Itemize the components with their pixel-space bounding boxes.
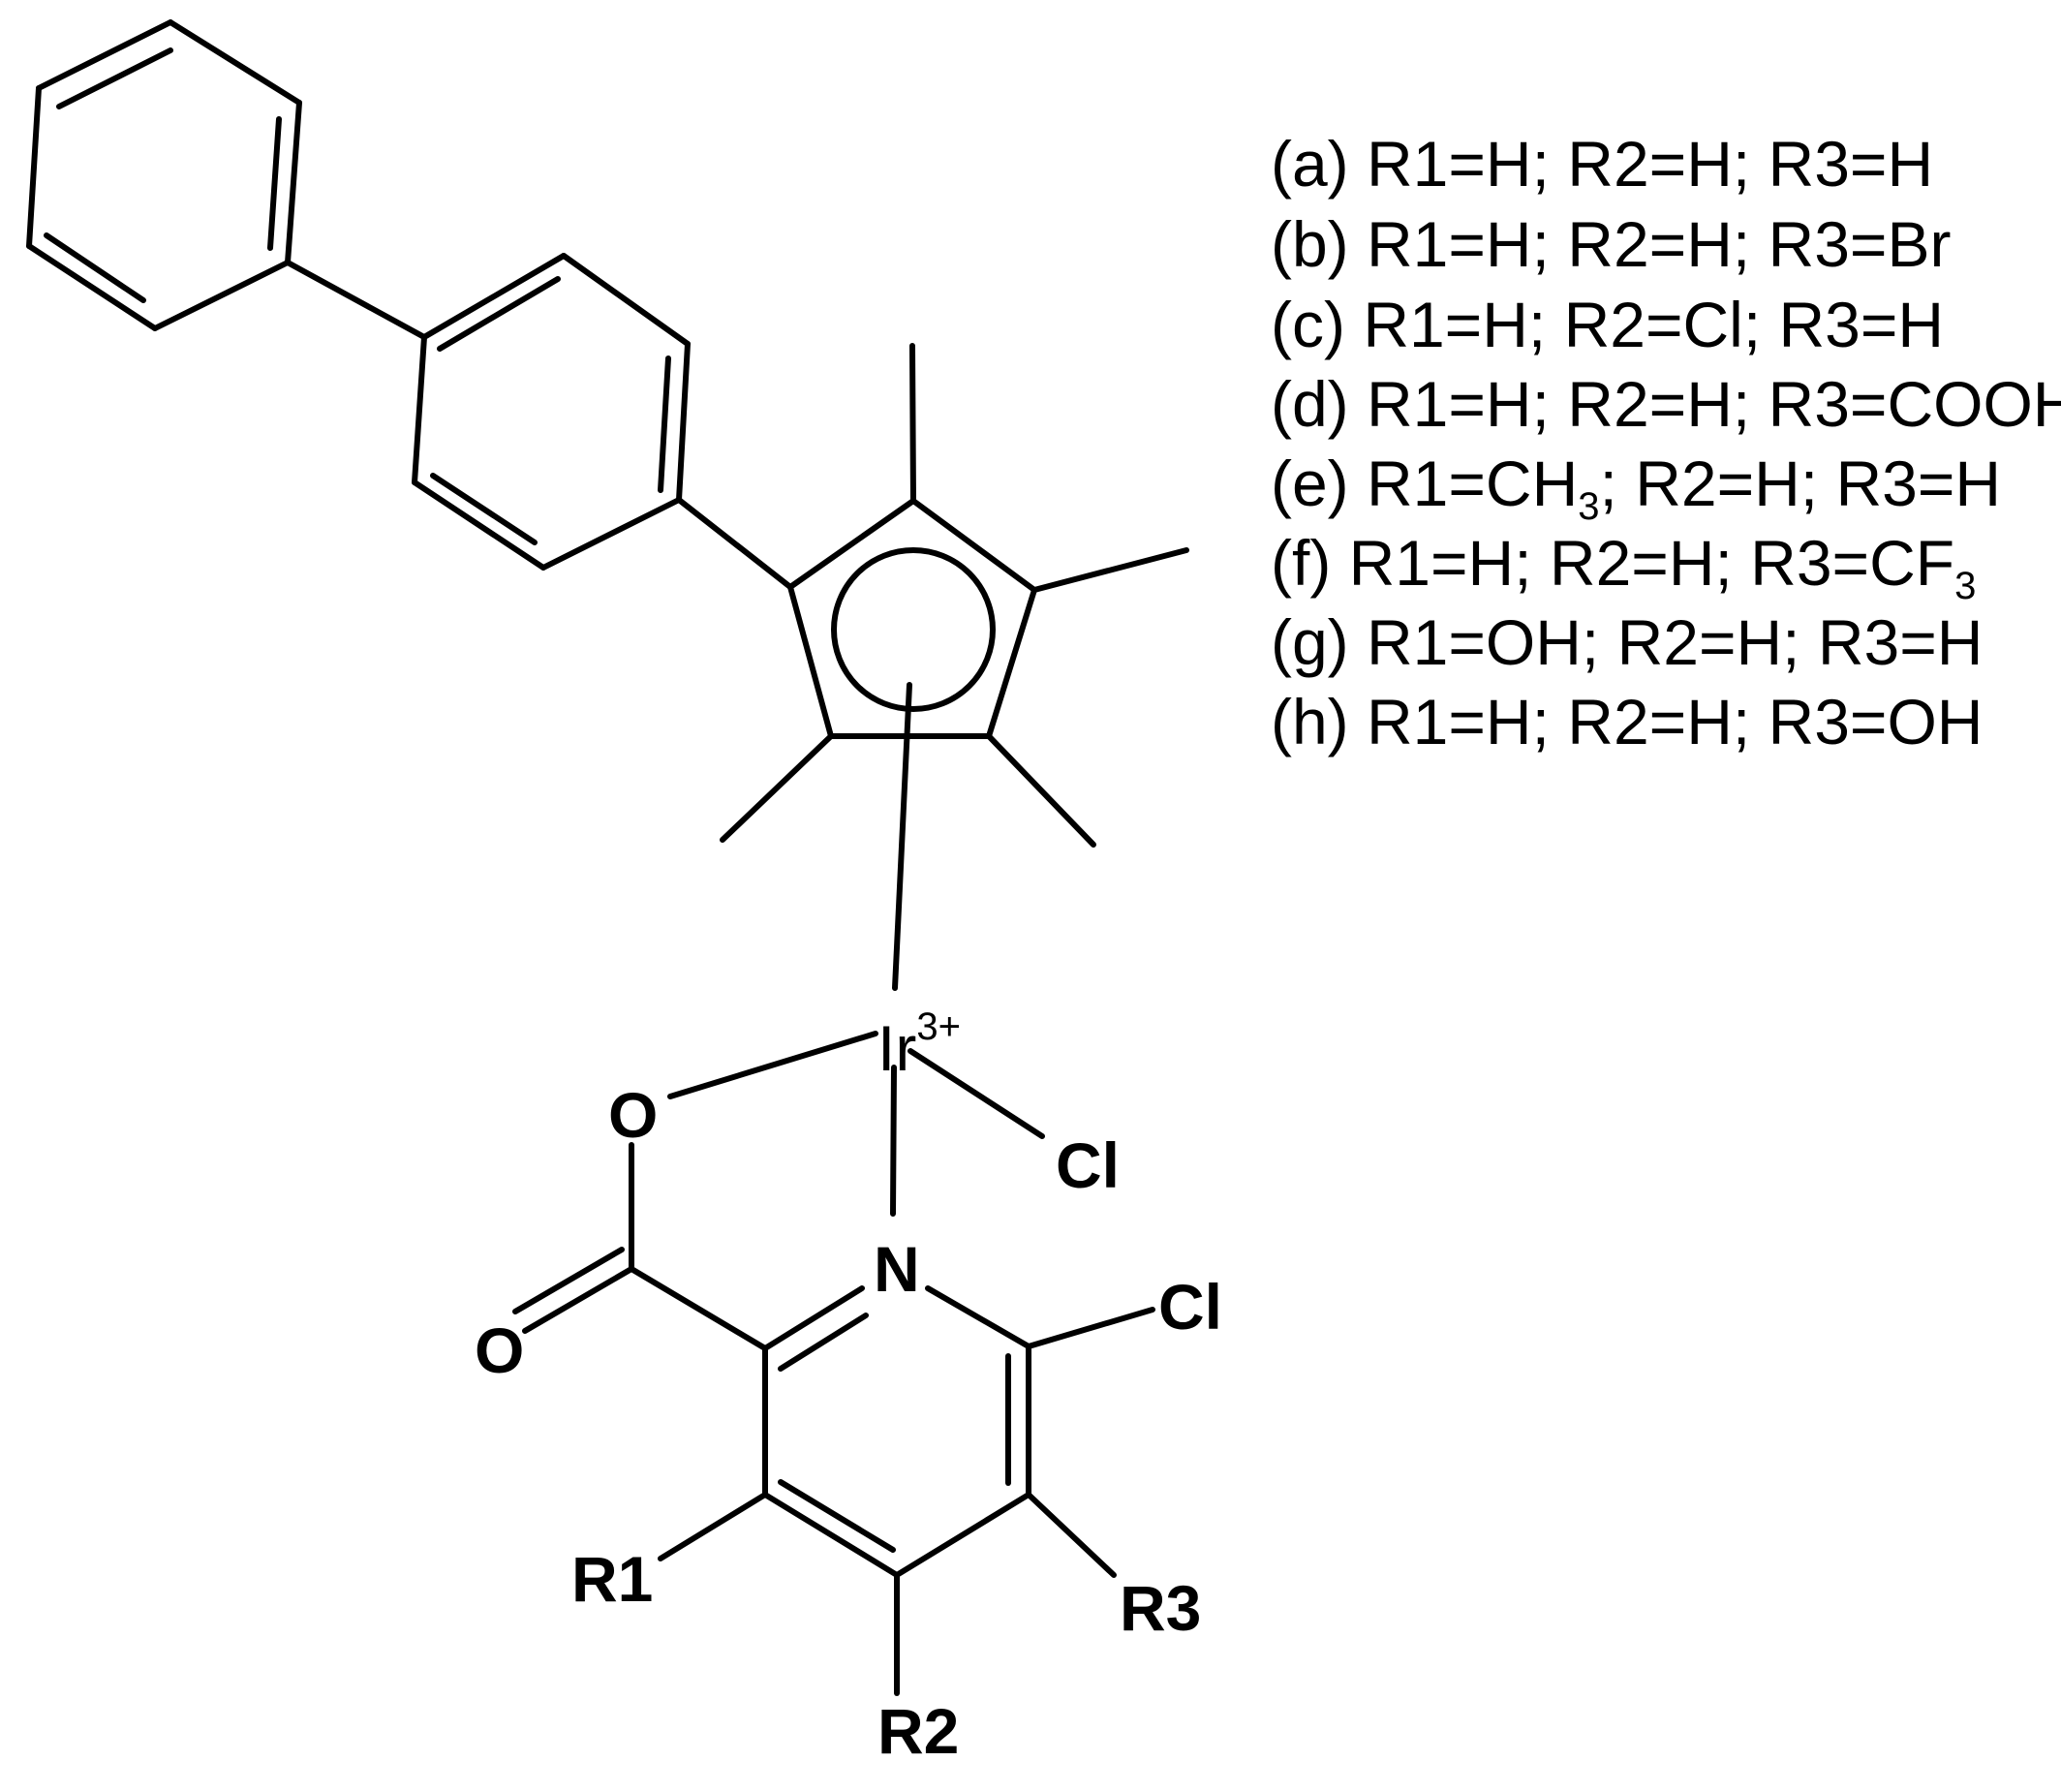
biphenyl-bond [285,260,427,340]
cp-iridium-bond [892,682,912,991]
r1-label: R1 [571,1543,653,1615]
phenyl-cp-bond [676,497,793,590]
pyridine-ring [762,1285,1031,1578]
chlorine-atom-ring: Cl [1158,1271,1222,1343]
legend-row-b: (b) R1=H; R2=H; R3=Br [1271,208,1951,280]
chlorine-atom-ir: Cl [1056,1129,1120,1201]
carboxylate-group [512,1142,768,1351]
legend-row-h: (h) R1=H; R2=H; R3=OH [1271,686,1983,757]
iridium-atom: Ir3+ [877,1005,961,1084]
legend-row-c: (c) R1=H; R2=Cl; R3=H [1271,289,1944,360]
legend-row-e: (e) R1=CH3; R2=H; R3=H [1271,448,2001,528]
legend-row-g: (g) R1=OH; R2=H; R3=H [1271,606,1983,678]
iridium-chlorine-bond [907,1048,1045,1139]
iridium-symbol: Ir [877,1012,916,1084]
legend-row-a: (a) R1=H; R2=H; R3=H [1271,128,1933,200]
pyridine-substituent-bonds [658,1307,1155,1696]
phenyl-ring-inner [412,253,691,571]
iridium-charge: 3+ [916,1005,961,1048]
iridium-oxygen-bond [667,1031,878,1099]
nitrogen-atom: N [874,1233,920,1305]
r2-label: R2 [877,1695,959,1767]
cyclopentadienyl-ring [787,498,1037,739]
oxygen-atom-bonded: O [608,1079,658,1151]
legend-row-f: (f) R1=H; R2=H; R3=CF3 [1271,527,1976,607]
oxygen-atom-carbonyl: O [475,1314,524,1386]
r3-label: R3 [1120,1572,1201,1644]
phenyl-ring-outer [26,19,302,331]
substituent-legend: (a) R1=H; R2=H; R3=H (b) R1=H; R2=H; R3=… [1271,128,2061,757]
cp-methyl-groups [720,343,1189,848]
iridium-nitrogen-bond [890,1065,897,1217]
legend-row-d: (d) R1=H; R2=H; R3=COOH [1271,368,2061,440]
